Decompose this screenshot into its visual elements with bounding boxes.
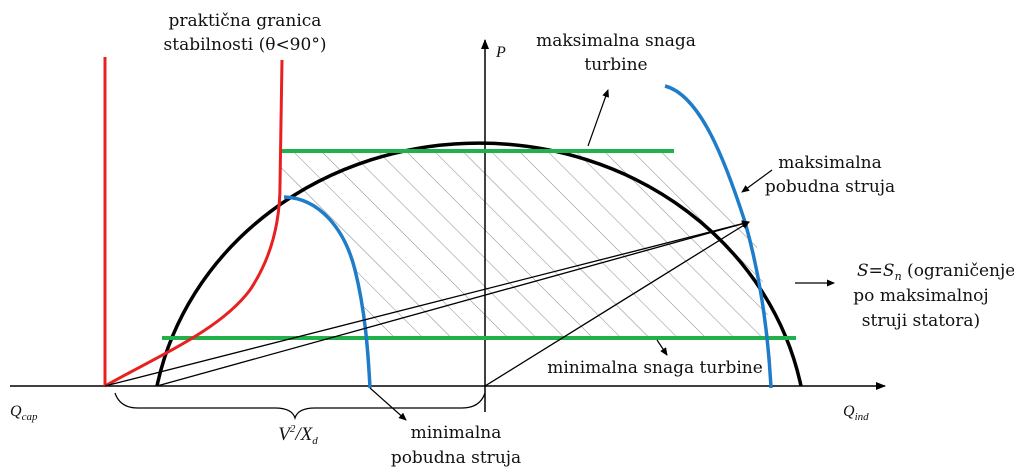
min-excitation-label-line2: pobudna struja	[391, 448, 521, 468]
min-excitation-pointer-arrow	[369, 387, 407, 421]
max-excitation-label-line1: maksimalna	[778, 153, 882, 173]
max-excitation-label-line2: pobudna struja	[765, 177, 895, 197]
q-cap-label: Qcap	[10, 403, 38, 423]
phasor-v-arrow	[484, 221, 750, 387]
v2xd-brace	[114, 392, 486, 421]
v2xd-label: V2/Xd	[278, 423, 318, 447]
stator-current-limit-circle	[155, 141, 803, 387]
phasor-s-arrow	[156, 220, 750, 387]
stator-label-line2: po maksimalnoj	[853, 286, 988, 306]
max-turbine-pointer-arrow	[587, 89, 609, 147]
min-excitation-label-line1: minimalna	[411, 423, 502, 443]
phasor-e-arrow	[104, 220, 750, 387]
stator-label-line3: struji statora)	[862, 311, 980, 331]
p-axis-label: P	[495, 44, 506, 61]
max-turbine-label-line1: maksimalna snaga	[536, 31, 696, 51]
min-turbine-pointer-arrow	[656, 339, 668, 356]
min-turbine-label: minimalna snaga turbine	[547, 358, 763, 378]
stability-label-line2: stabilnosti (θ<90°)	[164, 35, 327, 55]
max-turbine-label-line2: turbine	[584, 55, 647, 75]
practical-stability-limit-curve	[104, 59, 284, 388]
min-excitation-limit-curve	[283, 195, 372, 389]
max-excitation-pointer-arrow	[741, 169, 773, 193]
stability-label-line1: praktična granica	[169, 11, 322, 31]
q-ind-label: Qind	[843, 403, 869, 423]
stator-label-line1: S=Sn (ograničenje	[857, 261, 1014, 283]
